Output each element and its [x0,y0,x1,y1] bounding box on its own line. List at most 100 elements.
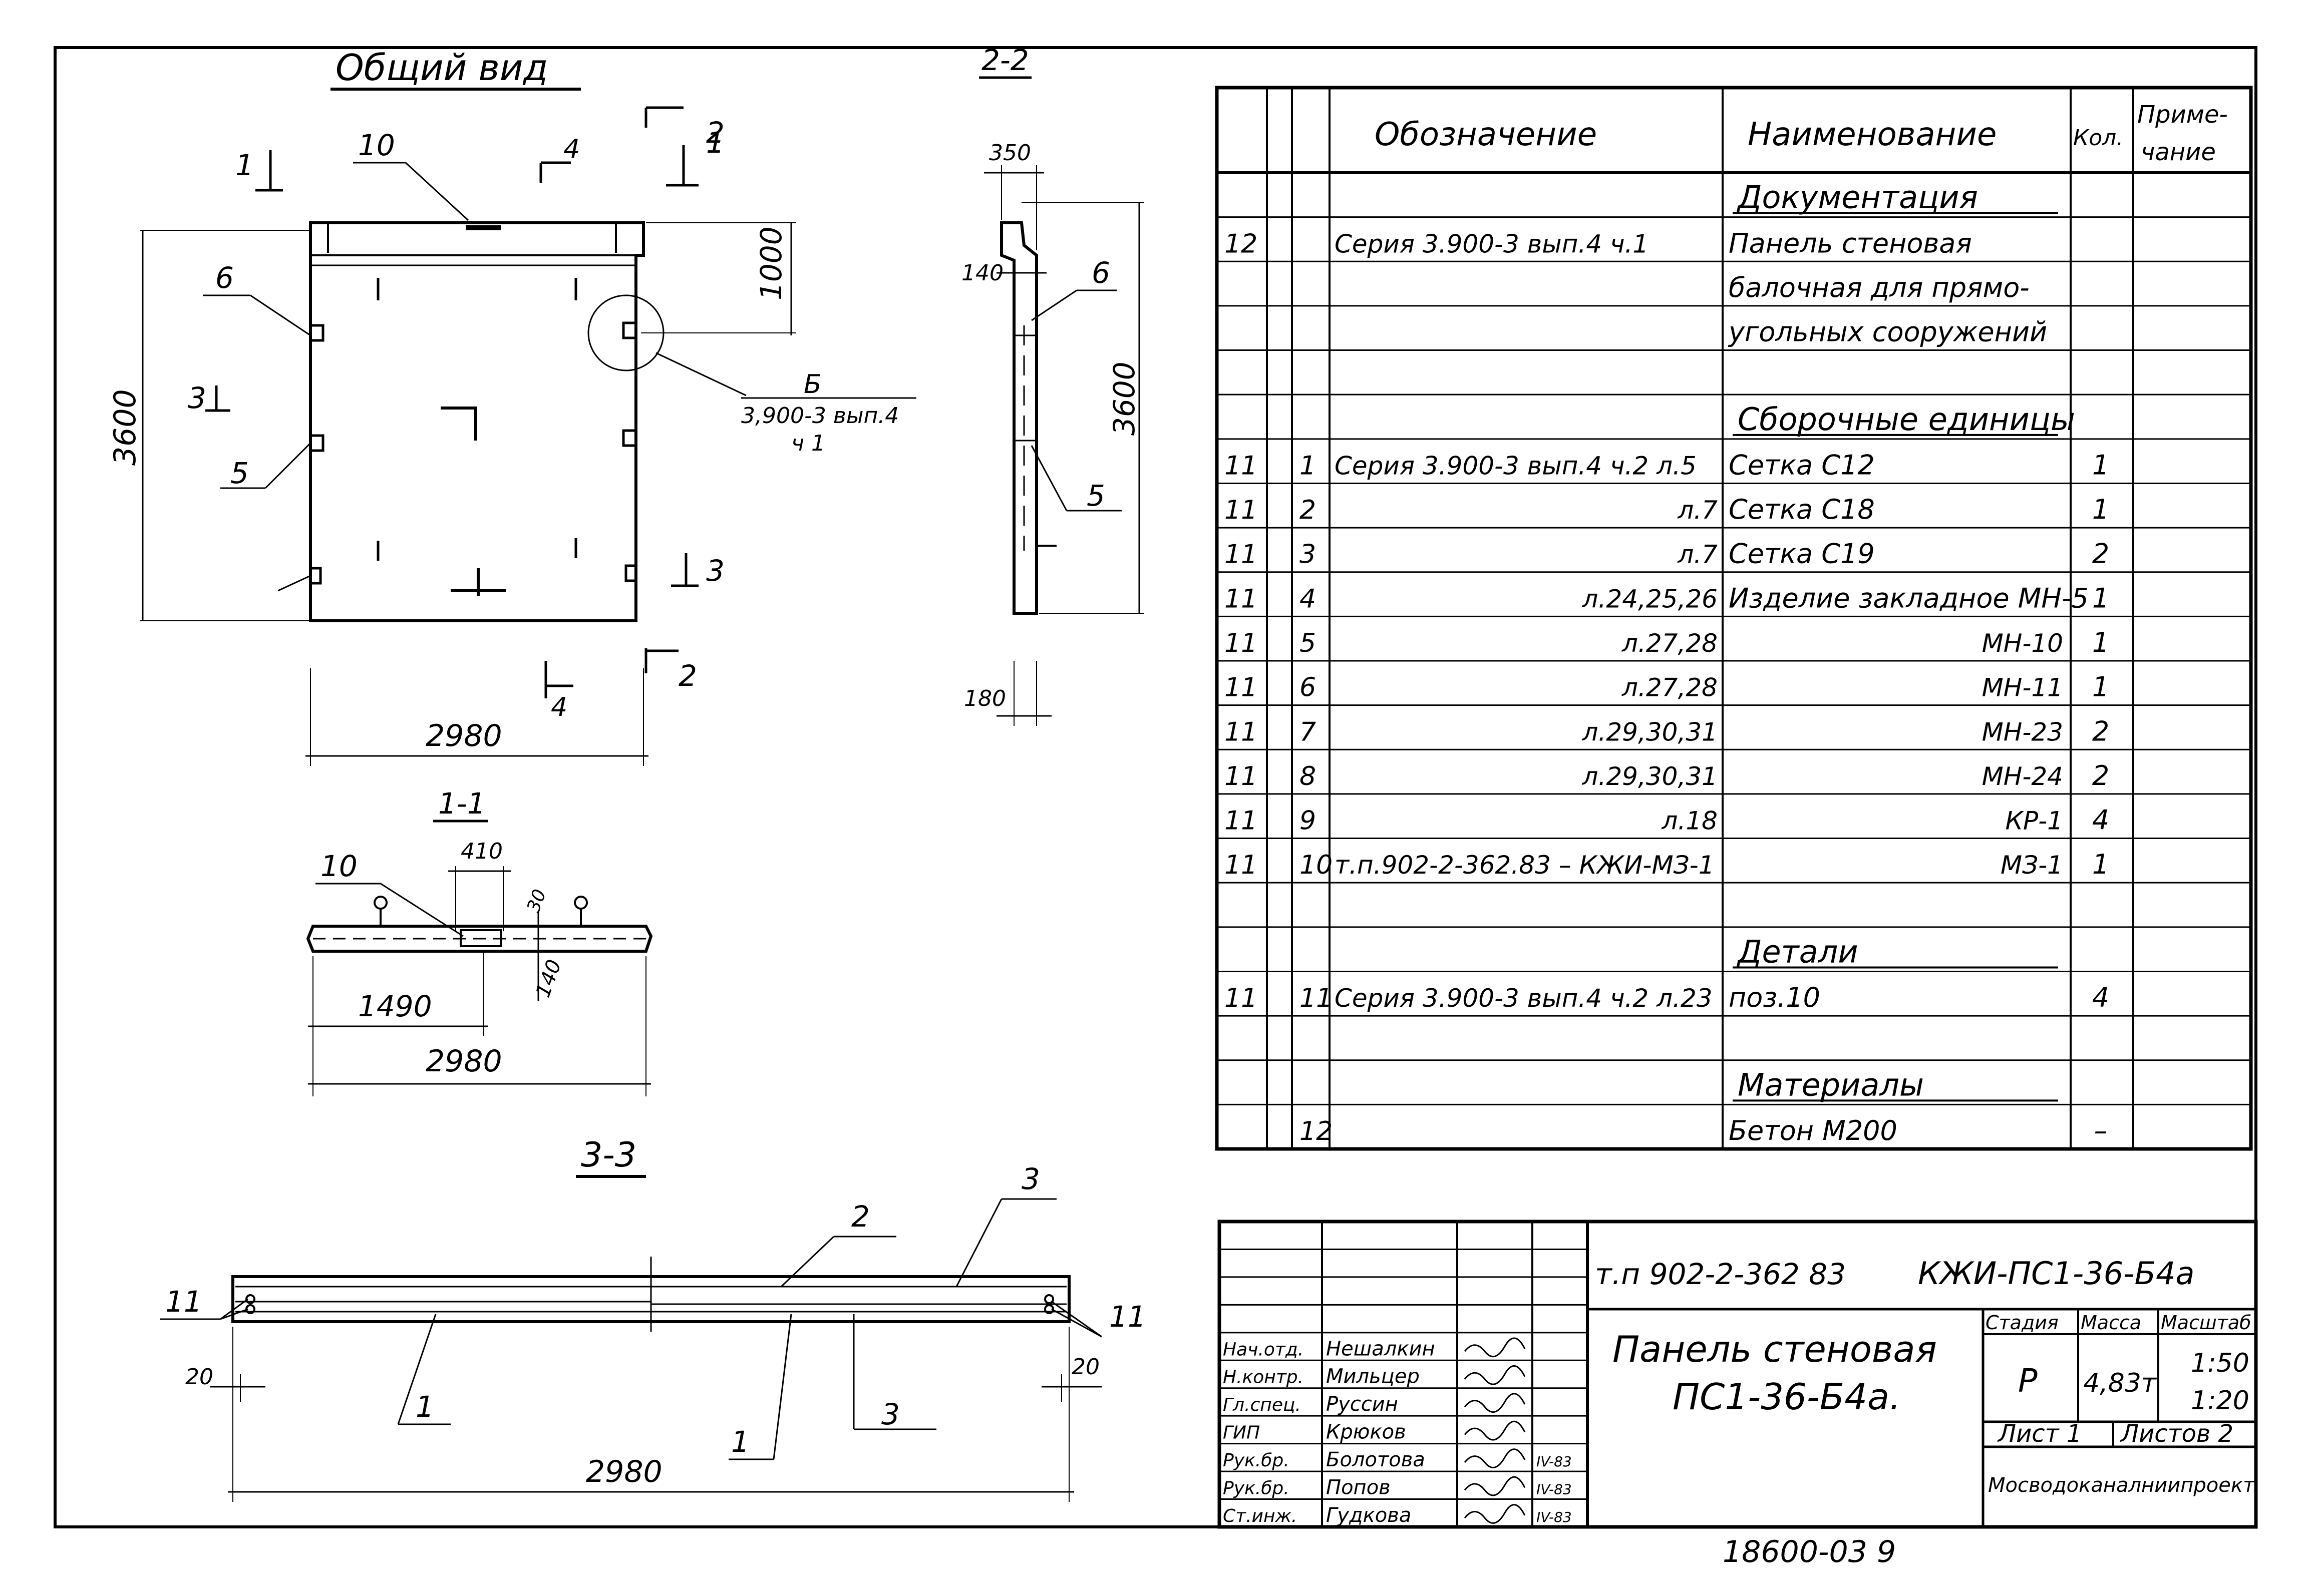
svg-text:5: 5 [1087,479,1105,513]
row-position: 5 [1299,628,1316,658]
svg-text:1490: 1490 [358,989,432,1023]
sheets-total: Листов 2 [2120,1420,2233,1448]
row-format: 11 [1224,451,1257,481]
svg-text:3600: 3600 [108,389,143,466]
stage-header: Стадия [1986,1312,2059,1334]
svg-text:4: 4 [551,692,567,722]
signature-date: IV-83 [1536,1481,1572,1498]
signature-role: Гл.спец. [1223,1395,1301,1415]
scale-value: 1:20 [2191,1386,2249,1416]
header-name: Наименование [1748,116,1997,153]
signature-name: Болотова [1326,1448,1425,1471]
sheet-number: Лист 1 [1997,1420,2082,1448]
row-format: 11 [1224,850,1257,880]
item-title: Панель стеновая [1612,1328,1937,1370]
row-format: 11 [1224,628,1257,658]
row-name: поз.10 [1729,982,1820,1013]
svg-text:1: 1 [731,1425,750,1459]
row-position: 2 [1299,495,1316,525]
svg-text:1000: 1000 [754,226,788,300]
signature-role: Н.контр. [1223,1367,1303,1388]
svg-text:2980: 2980 [426,1044,502,1079]
row-designation: т.п.902-2-362.83 – КЖИ-МЗ-1 [1335,851,1715,880]
row-position: 7 [1299,717,1316,747]
signature-mark [1464,1448,1526,1468]
svg-text:3: 3 [188,381,206,415]
svg-text:180: 180 [964,686,1006,711]
row-qty: 1 [2092,671,2109,703]
row-qty: 2 [2092,538,2109,570]
general-view: Общий вид Б 3,900-3 вып.4 ч 1 1 2 [108,47,916,766]
row-qty: 2 [2092,715,2109,747]
header-qty: Кол. [2073,125,2123,151]
svg-text:т.п 902-2-362 83: т.п 902-2-362 83 [1595,1257,1846,1291]
scale-header: Масштаб [2161,1312,2251,1334]
row-name: Детали [1736,933,1858,970]
svg-text:2: 2 [851,1200,870,1234]
svg-text:5: 5 [230,456,249,490]
row-name: КР-1 [2005,807,2063,836]
header-designation: Обозначение [1375,116,1597,153]
row-designation: л.29,30,31 [1581,762,1718,791]
section-2-2: 2-2 350 140 6 5 3600 180 [961,43,1144,726]
row-name: МН-11 [1982,673,2063,702]
signature-row: Рук.бр. Попов IV-83 [1223,1476,1572,1499]
svg-text:3: 3 [1022,1162,1040,1196]
svg-text:2: 2 [706,116,725,150]
svg-text:3: 3 [706,554,725,588]
row-position: 4 [1299,584,1316,614]
svg-text:1-1: 1-1 [438,786,486,821]
svg-text:20: 20 [185,1364,213,1390]
signature-name: Попов [1326,1476,1391,1499]
svg-text:4: 4 [563,134,580,164]
signature-role: Нач.отд. [1223,1339,1303,1360]
title-block: т.п 902-2-362 83 КЖИ-ПС1-36-Б4а Панель с… [1217,1220,2258,1529]
row-name: МН-10 [1982,629,2063,658]
row-name: балочная для прямо- [1729,272,2030,303]
svg-text:10: 10 [320,849,358,883]
svg-text:20: 20 [1072,1354,1100,1380]
row-designation: л.27,28 [1621,673,1718,702]
mass-value: 4,83т [2083,1368,2157,1398]
row-qty: 4 [2092,982,2109,1013]
signature-name: Мильцер [1326,1365,1420,1388]
svg-text:6: 6 [1092,256,1110,290]
signature-name: Крюков [1326,1421,1406,1444]
specification-table: Обозначение Наименование Кол. Приме- чан… [1215,86,2253,1151]
stage-value: Р [2018,1363,2038,1400]
signature-name: Гудкова [1326,1504,1411,1527]
row-position: 11 [1299,983,1333,1013]
signature-role: ГИП [1223,1423,1260,1443]
row-position: 3 [1299,540,1316,570]
row-designation: л.7 [1677,496,1718,525]
organization: Мосводоканалниипроект [1988,1474,2255,1497]
svg-text:10: 10 [358,128,395,162]
row-position: 8 [1299,761,1316,791]
svg-text:2-2: 2-2 [981,43,1029,77]
row-format: 12 [1224,229,1257,259]
signature-role: Рук.бр. [1223,1478,1289,1499]
row-qty: 1 [2092,582,2109,614]
signature-role: Рук.бр. [1223,1450,1289,1471]
signature-row: Нач.отд.Нешалкин [1223,1337,1526,1360]
row-name: Материалы [1738,1066,1924,1103]
row-position: 1 [1299,451,1316,481]
row-format: 11 [1224,673,1257,703]
row-qty: – [2094,1115,2108,1146]
row-designation: л.29,30,31 [1581,717,1718,746]
row-name: Изделие закладное МН-5 [1729,582,2089,614]
svg-text:1: 1 [235,148,254,182]
row-name: Сетка С18 [1729,494,1875,525]
spec-header: Обозначение Наименование Кол. Приме- чан… [1375,101,2228,166]
row-format: 11 [1224,495,1257,525]
row-name: МН-24 [1982,762,2063,791]
signature-row: ГИП Крюков [1223,1421,1526,1444]
signature-mark [1464,1365,1526,1385]
signature-mark [1464,1393,1526,1413]
row-name: Панель стеновая [1729,227,1972,259]
